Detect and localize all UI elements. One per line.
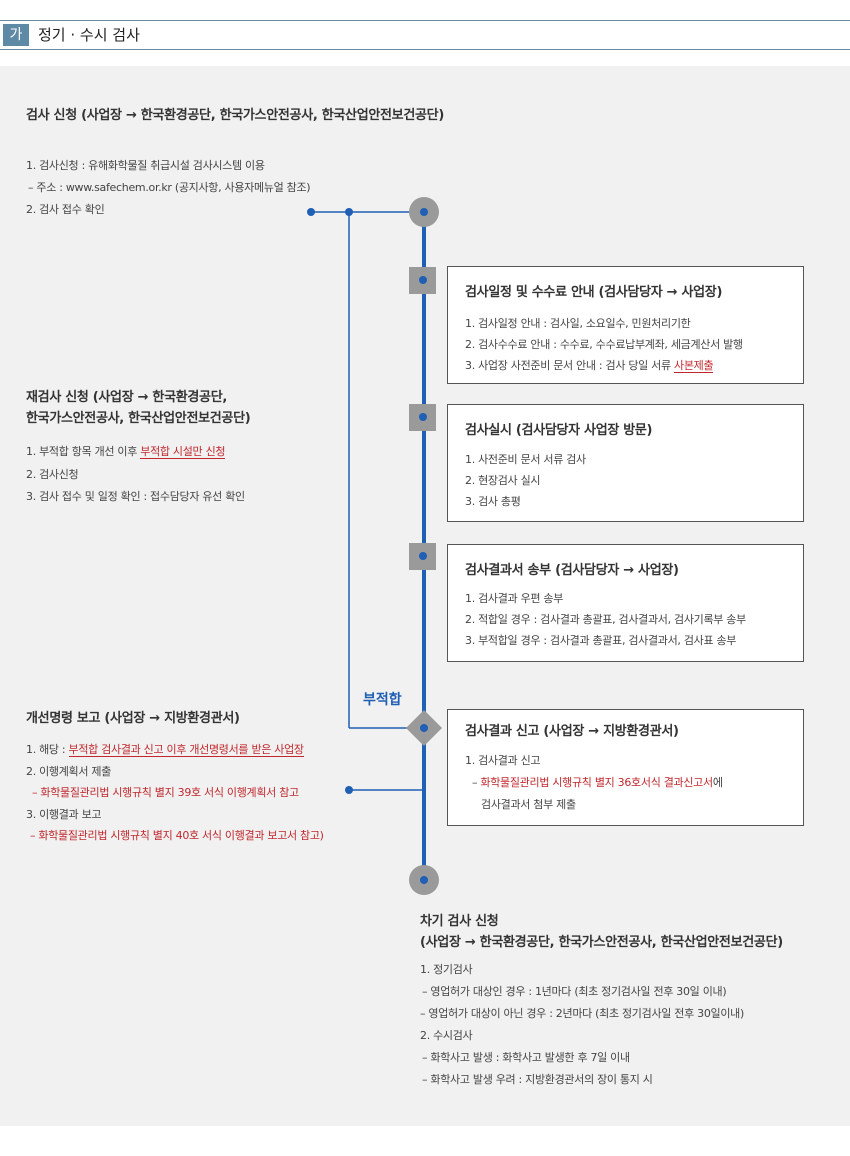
result-send-box: 검사결과서 송부 (검사담당자 → 사업장) 1. 검사결과 우편 송부 2. … (447, 544, 804, 662)
schedule-line-2: 2. 검사수수료 안내 : 수수료, 수수료납부계좌, 세금계산서 발행 (465, 338, 743, 351)
next-title-1: 차기 검사 신청 (420, 914, 499, 929)
step-node-3-dot (419, 552, 427, 560)
result-send-line-1: 1. 검사결과 우편 송부 (465, 592, 564, 605)
step-node-2-dot (419, 413, 427, 421)
plan-dot (345, 786, 353, 794)
result-send-title: 검사결과서 송부 (검사담당자 → 사업장) (465, 563, 679, 578)
result-send-line-3: 3. 부적합일 경우 : 검사결과 총괄표, 검사결과서, 검사표 송부 (465, 634, 737, 647)
result-report-box: 검사결과 신고 (사업장 → 지방환경관서) 1. 검사결과 신고 – 화학물질… (447, 709, 804, 826)
next-line-6: – 화학사고 발생 우려 : 지방환경관서의 장이 통지 시 (422, 1073, 653, 1086)
order-line-1: 1. 해당 : 부적합 검사결과 신고 이후 개선명령서를 받은 사업장 (26, 743, 304, 757)
reapply-line-1: 1. 부적합 항목 개선 이후 부적합 시설만 신청 (26, 445, 226, 459)
next-title-2: (사업장 → 한국환경공단, 한국가스안전공사, 한국산업안전보건공단) (420, 935, 783, 950)
inspection-line-1: 1. 사전준비 문서 서류 검사 (465, 453, 586, 466)
order-line-4: 3. 이행결과 보고 (26, 808, 102, 821)
reapply-title-2: 한국가스안전공사, 한국산업안전보건공단) (26, 411, 251, 426)
next-line-3: – 영업허가 대상이 아닌 경우 : 2년마다 (최초 정기검사일 전후 30일… (420, 1007, 744, 1020)
decision-node-dot (420, 724, 428, 732)
next-line-1: 1. 정기검사 (420, 963, 473, 976)
inspection-line-3: 3. 검사 총평 (465, 495, 521, 508)
inspection-line-2: 2. 현장검사 실시 (465, 474, 541, 487)
fail-label: 부적합 (363, 692, 402, 708)
result-report-title: 검사결과 신고 (사업장 → 지방환경관서) (465, 724, 679, 739)
copy-submit-highlight: 사본제출 (674, 359, 714, 373)
apply-title: 검사 신청 (사업장 → 한국환경공단, 한국가스안전공사, 한국산업안전보건공… (26, 108, 444, 123)
reapply-title-1: 재검사 신청 (사업장 → 한국환경공단, (26, 390, 228, 405)
next-line-5: – 화학사고 발생 : 화학사고 발생한 후 7일 이내 (422, 1051, 630, 1064)
reapply-line-3: 3. 검사 접수 및 일정 확인 : 접수담당자 유선 확인 (26, 490, 245, 503)
section-title: 정기 · 수시 검사 (38, 26, 140, 44)
inspection-title: 검사실시 (검사담당자 사업장 방문) (465, 423, 653, 438)
apply-line-3: 2. 검사 접수 확인 (26, 203, 105, 216)
result-send-line-2: 2. 적합일 경우 : 검사결과 총괄표, 검사결과서, 검사기록부 송부 (465, 613, 746, 626)
reapply-line-2: 2. 검사신청 (26, 468, 79, 481)
order-line-3: – 화학물질관리법 시행규칙 별지 39호 서식 이행계획서 참고 (32, 786, 299, 799)
fail-only-highlight: 부적합 시설만 신청 (140, 445, 226, 459)
loop-dot (345, 208, 353, 216)
schedule-line-1: 1. 검사일정 안내 : 검사일, 소요일수, 민원처리기한 (465, 317, 691, 330)
apply-dot (307, 208, 315, 216)
schedule-title: 검사일정 및 수수료 안내 (검사담당자 → 사업장) (465, 285, 723, 300)
schedule-line-3: 3. 사업장 사전준비 문서 안내 : 검사 당일 서류 사본제출 (465, 359, 714, 373)
next-line-4: 2. 수시검사 (420, 1029, 473, 1042)
result-report-line-1: 1. 검사결과 신고 (465, 754, 541, 767)
schedule-box: 검사일정 및 수수료 안내 (검사담당자 → 사업장) 1. 검사일정 안내 :… (447, 266, 804, 384)
result-report-line-2: – 화학물질관리법 시행규칙 별지 36호서식 결과신고서에 (472, 776, 723, 789)
start-node-dot (420, 208, 428, 216)
inspection-box: 검사실시 (검사담당자 사업장 방문) 1. 사전준비 문서 서류 검사 2. … (447, 404, 804, 522)
next-line-2: – 영업허가 대상인 경우 : 1년마다 (최초 정기검사일 전후 30일 이내… (422, 985, 727, 998)
end-node-dot (420, 876, 428, 884)
order-line-5: – 화학물질관리법 시행규칙 별지 40호 서식 이행결과 보고서 참고) (30, 829, 324, 842)
step-node-1-dot (419, 276, 427, 284)
order-title: 개선명령 보고 (사업장 → 지방환경관서) (26, 711, 240, 726)
order-line-2: 2. 이행계획서 제출 (26, 765, 112, 778)
apply-line-2: – 주소 : www.safechem.or.kr (공지사항, 사용자메뉴얼 … (28, 181, 311, 194)
section-header: 가 정기 · 수시 검사 (0, 20, 850, 50)
section-badge: 가 (3, 24, 29, 46)
apply-line-1: 1. 검사신청 : 유해화학물질 취급시설 검사시스템 이용 (26, 159, 265, 172)
order-target-highlight: 부적합 검사결과 신고 이후 개선명령서를 받은 사업장 (68, 743, 304, 757)
result-report-line-3: 검사결과서 첨부 제출 (481, 798, 576, 811)
